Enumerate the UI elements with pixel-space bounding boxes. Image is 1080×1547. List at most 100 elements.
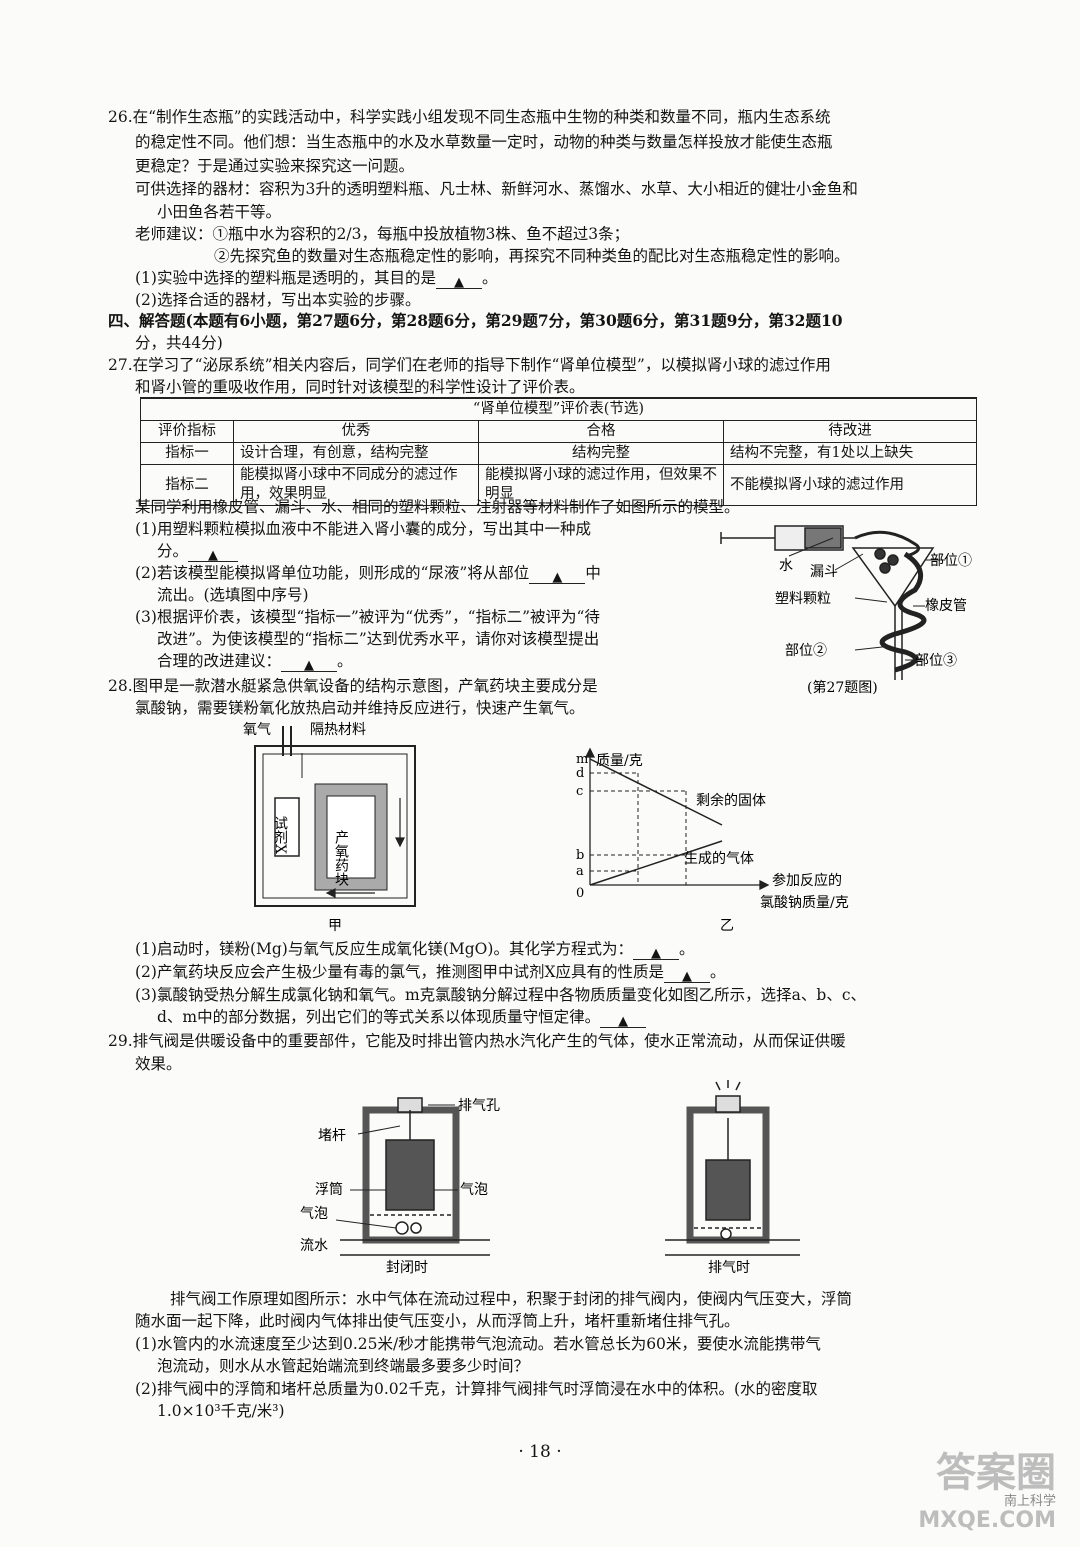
label-part-1: 部位①	[930, 553, 972, 569]
q27-part-2-end: 中	[585, 564, 601, 582]
table-cell: 结构完整	[478, 442, 724, 465]
answer-mark: ▲	[304, 658, 315, 673]
chart-tick-label: m	[576, 752, 588, 767]
table-header: 优秀	[233, 420, 479, 443]
figure-27-caption: (第27题图)	[807, 679, 878, 696]
valve-venting	[686, 1080, 770, 1244]
table-header: 评价指标	[140, 420, 234, 443]
caption-venting: 排气时	[708, 1260, 750, 1275]
q29-text-2: 随水面一起下降，此时阀内气体排出使气压变小，从而浮筒上升，堵杆重新堵住排气孔。	[135, 1312, 740, 1330]
table-header: 合格	[478, 420, 724, 443]
table-cell: 指标一	[140, 442, 234, 465]
answer-mark: ▲	[650, 946, 661, 961]
answer-blank[interactable]: ▲	[664, 964, 710, 984]
watermark-url: MXQE.COM	[918, 1508, 1056, 1533]
q26-line-5: 小田鱼各若干等。	[157, 203, 282, 221]
oxygen-device-figure: 氧气 隔热材料 试剂X 产氧药块 甲	[243, 722, 416, 933]
q27-part-1: (1)用塑料颗粒模拟血液中不能进入肾小囊的成分，写出其中一种成	[135, 520, 591, 538]
q27-part-3-cont: 改进”。为使该模型的“指标二”达到优秀水平，请你对该模型提出	[157, 630, 600, 648]
exhaust-valve-figure: 排气孔 堵杆 浮筒 气泡 气泡 流水 封闭时 排气时	[300, 1080, 800, 1275]
table-row: 指标一 设计合理，有创意，结构完整 结构完整 结构不完整，有1处以上缺失	[140, 442, 977, 465]
device-housing	[254, 726, 416, 907]
q27-part-2: (2)若该模型能模拟肾单位功能，则形成的“尿液”将从部位 ▲ 中	[135, 562, 601, 585]
answer-blank[interactable]: ▲	[188, 543, 239, 563]
q27-part-3-text: 合理的改进建议：	[157, 652, 282, 670]
table-cell: 结构不完整，有1处以上缺失	[723, 442, 977, 465]
table-cell: 设计合理，有创意，结构完整	[233, 442, 479, 465]
q26-part-1: (1)实验中选择的塑料瓶是透明的，其目的是▲。	[135, 267, 497, 290]
chart-y-label: 质量/克	[596, 753, 643, 769]
water-pipes	[340, 1239, 800, 1256]
label-insulation: 隔热材料	[310, 722, 366, 738]
q29-part-1-cont: 泡流动，则水从水管起始端流到终端最多要多少时间？	[157, 1357, 530, 1375]
series-line-solid	[589, 758, 723, 826]
q27-part-3-cont2: 合理的改进建议： ▲ 。	[157, 650, 353, 673]
flow-arrows	[325, 798, 405, 898]
valve-closed	[362, 1097, 460, 1244]
leader-lines	[788, 537, 945, 661]
table-cell: 能模拟肾小球的滤过作用，但效果不明显	[478, 464, 724, 506]
chart-tick-label: b	[576, 848, 584, 863]
answer-blank[interactable]: ▲	[435, 270, 482, 290]
label-rubber-tube: 橡皮管	[925, 598, 967, 614]
table-cell: 指标二	[140, 464, 234, 506]
watermark-title: 答案圈	[936, 1450, 1056, 1496]
figure-jia-caption: 甲	[328, 918, 342, 933]
table-row: 指标二 能模拟肾小球中不同成分的滤过作用，效果明显 能模拟肾小球的滤过作用，但效…	[140, 464, 977, 506]
chart-x-label-1: 参加反应的	[772, 872, 842, 889]
label-vent-hole: 排气孔	[458, 1098, 500, 1114]
q28-part-2-text: (2)产氧药块反应会产生极少量有毒的氯气，推测图甲中试剂X应具有的性质是	[135, 963, 664, 981]
answer-blank[interactable]: ▲	[632, 941, 679, 961]
watermark-sub: 南上科学	[1003, 1494, 1056, 1509]
answer-mark: ▲	[618, 1014, 629, 1029]
label-water: 水	[779, 558, 793, 574]
page-number: · 18 ·	[518, 1442, 562, 1462]
section-4-heading-cont: 分，共44分)	[135, 334, 223, 352]
answer-mark: ▲	[682, 969, 692, 984]
label-bubble: 气泡	[460, 1182, 488, 1198]
q28-line-1: 28.图甲是一款潜水艇紧急供氧设备的结构示意图，产氧药块主要成分是	[108, 677, 598, 695]
q28-part-1: (1)启动时，镁粉(Mg)与氧气反应生成氧化镁(MgO)。其化学方程式为：▲。	[135, 938, 694, 961]
label-float: 浮筒	[315, 1181, 343, 1198]
series-label-solid: 剩余的固体	[696, 792, 766, 809]
label-part-2: 部位②	[785, 643, 827, 659]
q27-line-1: 27.在学习了“泌尿系统”相关内容后，同学们在老师的指导下制作“肾单位模型”，以…	[108, 356, 831, 374]
q28-line-2: 氯酸钠，需要镁粉氧化放热启动并维持反应进行，快速产生氧气。	[135, 699, 585, 717]
answer-blank[interactable]: ▲	[281, 653, 338, 673]
answer-blank[interactable]: ▲	[600, 1009, 647, 1029]
table-caption: “肾单位模型”评价表(节选)	[140, 397, 977, 421]
label-reagent: 试剂X	[272, 816, 288, 854]
label-bubble-2: 气泡	[300, 1206, 328, 1222]
q29-part-1: (1)水管内的水流速度至少达到0.25米/秒才能携带气泡流动。若水管总长为60米…	[135, 1335, 821, 1353]
q26-line-3: 更稳定？于是通过实验来探究这一问题。	[135, 157, 415, 175]
q29-text-1: 排气阀工作原理如图所示：水中气体在流动过程中，积聚于封闭的排气阀内，使阀内气压变…	[170, 1290, 853, 1308]
answer-mark: ▲	[552, 570, 563, 585]
q28-part-2: (2)产氧药块反应会产生极少量有毒的氯气，推测图甲中试剂X应具有的性质是▲。	[135, 961, 726, 984]
reagent-box	[274, 797, 300, 857]
chart-tick-label: a	[576, 864, 584, 879]
answer-mark: ▲	[208, 548, 219, 563]
q26-line-4: 可供选择的器材：容积为3升的透明塑料瓶、凡士林、新鲜河水、蒸馏水、水草、大小相近…	[135, 180, 858, 198]
rubber-tube	[879, 551, 927, 673]
q29-line-2: 效果。	[135, 1055, 182, 1073]
q27-part-3: (3)根据评价表，该模型“指标一”被评为“优秀”，“指标二”被评为“待	[135, 608, 600, 626]
table-header: 待改进	[723, 420, 977, 443]
kidney-model-figure: 水 漏斗 部位① 塑料颗粒 橡皮管 部位② 部位③ (第27题图)	[720, 525, 972, 696]
q26-line-6: 老师建议：①瓶中水为容积的2/3，每瓶中投放植物3株、鱼不超过3条；	[135, 225, 630, 243]
q29-part-2-cont: 1.0×10³千克/米³)	[157, 1402, 285, 1420]
q27-part-2-cont: 流出。(选填图中序号)	[157, 586, 309, 604]
q26-part-1-text: (1)实验中选择的塑料瓶是透明的，其目的是	[135, 269, 436, 287]
answer-blank[interactable]: ▲	[529, 565, 586, 585]
answer-mark: ▲	[453, 275, 464, 290]
q26-line-1: 26.在“制作生态瓶”的实践活动中，科学实践小组发现不同生态瓶中生物的种类和数量…	[108, 108, 831, 126]
label-plastic-particles: 塑料颗粒	[775, 591, 831, 607]
caption-closed: 封闭时	[386, 1260, 428, 1275]
table-cell: 不能模拟肾小球的滤过作用	[723, 464, 977, 506]
q27-part-3-end: 。	[337, 652, 353, 670]
q28-part-3: (3)氯酸钠受热分解生成氯化钠和氧气。m克氯酸钠分解过程中各物质质量变化如图乙所…	[135, 986, 867, 1004]
chart-axes	[584, 747, 770, 891]
q28-part-3-text: d、m中的部分数据，列出它们的等式关系以体现质量守恒定律。	[157, 1008, 601, 1026]
q26-line-7: ②先探究鱼的数量对生态瓶稳定性的影响，再探究不同种类鱼的配比对生态瓶稳定性的影响…	[214, 247, 850, 265]
q27-part-2-text: (2)若该模型能模拟肾单位功能，则形成的“尿液”将从部位	[135, 564, 530, 582]
